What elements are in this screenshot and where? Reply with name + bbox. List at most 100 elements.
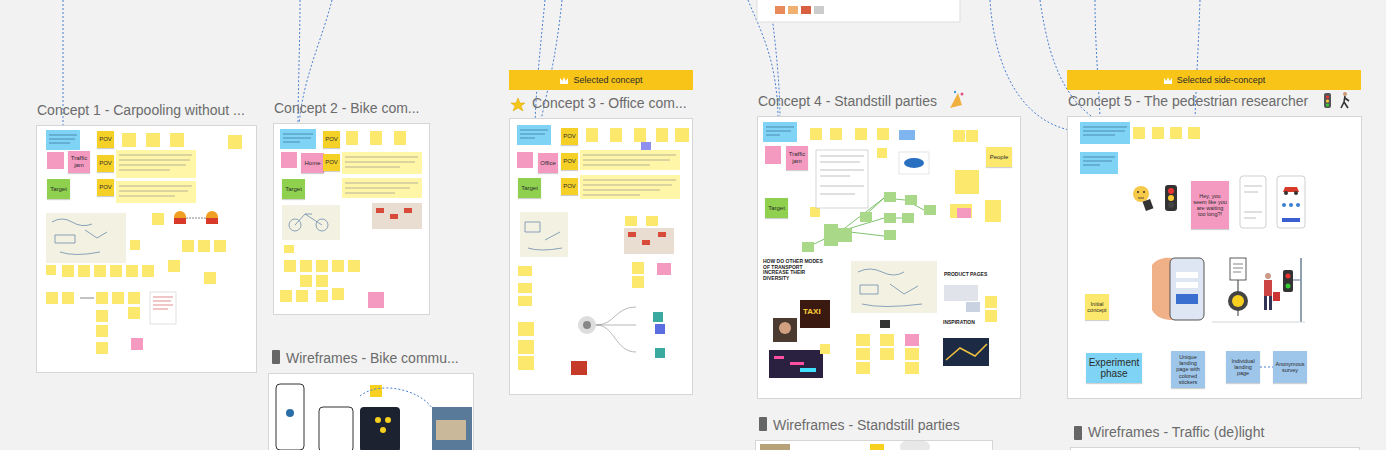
board-decoration xyxy=(1343,92,1347,96)
board-decoration xyxy=(924,205,936,215)
board-decoration xyxy=(1138,198,1144,199)
board-decoration xyxy=(985,200,1001,222)
sticky-text: POV xyxy=(325,159,338,166)
sticky-text: Target xyxy=(50,186,67,193)
board-decoration xyxy=(36,116,1362,450)
board-decoration xyxy=(990,0,1085,132)
sticky-note: POV xyxy=(97,131,114,148)
frame-title: Concept 3 - Office com... xyxy=(532,95,687,111)
board-decoration xyxy=(1264,280,1272,296)
board-decoration xyxy=(583,155,676,195)
board-decoration xyxy=(1244,186,1262,218)
sticky-note: Target xyxy=(765,198,788,218)
board-decoration xyxy=(1284,191,1288,195)
board-decoration xyxy=(1273,292,1280,301)
board-decoration xyxy=(130,240,140,250)
wireframe-frame: Wireframes - Standstill parties xyxy=(755,440,993,450)
board-decoration xyxy=(877,128,889,140)
wireframe-frame: Wireframes - Traffic (de)light xyxy=(1070,447,1360,450)
board-decoration xyxy=(1176,294,1198,304)
board-decoration xyxy=(985,296,997,308)
board-decoration xyxy=(49,135,77,143)
board-decoration xyxy=(675,128,689,142)
board-decoration xyxy=(586,128,598,142)
board-decoration xyxy=(1324,93,1331,108)
sticky-note: People xyxy=(986,147,1012,167)
board-decoration xyxy=(1176,282,1198,288)
board-decoration xyxy=(583,155,676,195)
board-decoration xyxy=(276,384,304,450)
board-decoration xyxy=(1282,203,1300,207)
board-decoration xyxy=(1067,116,1362,399)
board-decoration xyxy=(880,320,890,328)
board-decoration xyxy=(814,6,824,14)
board-decoration xyxy=(790,362,804,365)
board-decoration xyxy=(801,6,811,14)
board-decoration xyxy=(360,388,432,408)
board-decoration xyxy=(1293,279,1301,281)
board-decoration xyxy=(625,216,637,226)
board-decoration xyxy=(1282,218,1300,222)
board-decoration xyxy=(284,245,294,253)
board-decoration xyxy=(525,222,562,250)
board-decoration xyxy=(596,307,636,352)
board-decoration xyxy=(1240,176,1266,228)
board-decoration xyxy=(950,93,962,108)
board-decoration xyxy=(119,155,192,196)
board-label: PRODUCT PAGES xyxy=(944,272,994,278)
board-decoration xyxy=(838,228,852,242)
board-decoration xyxy=(810,128,1001,222)
board-decoration xyxy=(518,340,534,354)
board-decoration xyxy=(518,283,532,293)
board-decoration xyxy=(168,260,180,272)
board-decoration xyxy=(769,350,823,378)
board-decoration xyxy=(1283,270,1293,292)
sticky-text: Target xyxy=(521,185,538,192)
sticky-text: Target xyxy=(285,186,302,193)
board-decoration xyxy=(96,292,108,304)
board-decoration xyxy=(96,310,108,322)
board-decoration xyxy=(375,417,381,423)
board-decoration xyxy=(436,420,466,440)
board-decoration xyxy=(122,133,136,147)
sticky-note: Hey, you seem like you are waiting too l… xyxy=(1191,181,1229,229)
sticky-text: POV xyxy=(99,184,112,191)
sticky-note: POV xyxy=(97,179,114,196)
board-decoration xyxy=(628,232,666,245)
board-decoration xyxy=(580,175,680,199)
board-decoration xyxy=(1294,191,1298,195)
board-decoration xyxy=(372,203,422,229)
board-decoration xyxy=(128,307,140,319)
board-decoration xyxy=(773,318,797,342)
board-decoration xyxy=(1326,95,1329,98)
sticky-note: POV xyxy=(323,131,340,148)
board-decoration xyxy=(824,224,838,238)
board-decoration xyxy=(316,290,328,302)
crown-icon xyxy=(559,76,569,85)
board-decoration xyxy=(46,265,56,275)
board-decoration xyxy=(376,208,384,213)
board-decoration xyxy=(394,131,406,145)
crown-icon xyxy=(1163,76,1173,85)
board-decoration xyxy=(268,373,474,450)
board-decoration xyxy=(319,407,353,450)
board-decoration xyxy=(153,297,173,309)
board-decoration xyxy=(1212,322,1305,323)
board-decoration xyxy=(1230,258,1246,280)
board-decoration xyxy=(346,131,406,145)
board-decoration xyxy=(1289,203,1293,207)
sticky-text: Individual landing page xyxy=(1228,358,1258,376)
sticky-note: POV xyxy=(561,128,578,145)
board-decoration xyxy=(884,192,896,202)
board-decoration xyxy=(280,290,292,302)
board-decoration xyxy=(655,324,665,334)
sticky-note: Anonymous survey xyxy=(1273,351,1307,383)
board-decoration xyxy=(1286,284,1291,289)
board-decoration xyxy=(1232,295,1244,307)
board-decoration xyxy=(953,130,965,142)
board-decoration xyxy=(150,292,176,324)
sticky-text: Target xyxy=(768,205,785,212)
board-decoration xyxy=(316,275,328,287)
board-decoration xyxy=(653,312,663,322)
board-decoration xyxy=(884,213,896,223)
